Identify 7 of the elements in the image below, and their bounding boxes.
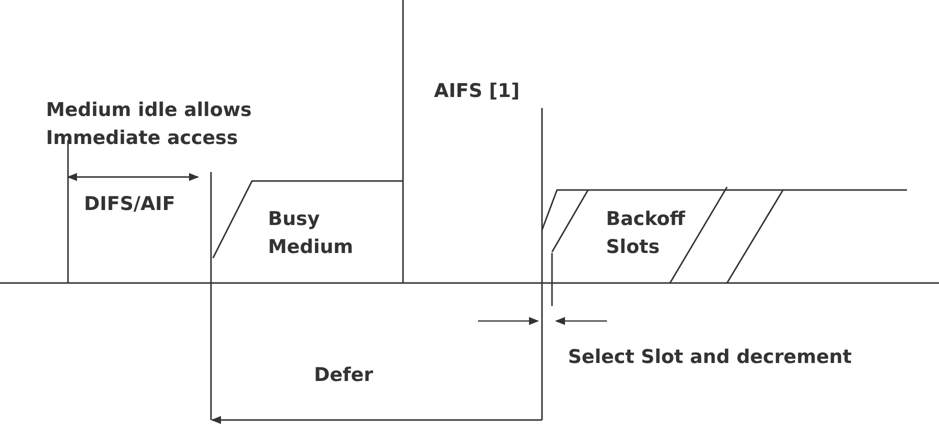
label-text: DIFS/AIF [84, 192, 176, 217]
label-text: Backoff Slots [606, 207, 686, 260]
label-text: Busy Medium [268, 207, 354, 260]
label-text: Defer [314, 363, 374, 388]
label-text: AIFS [1] [434, 79, 521, 104]
label-text: Select Slot and decrement [568, 345, 853, 370]
label-text: Medium idle allows Immediate access [46, 98, 253, 151]
